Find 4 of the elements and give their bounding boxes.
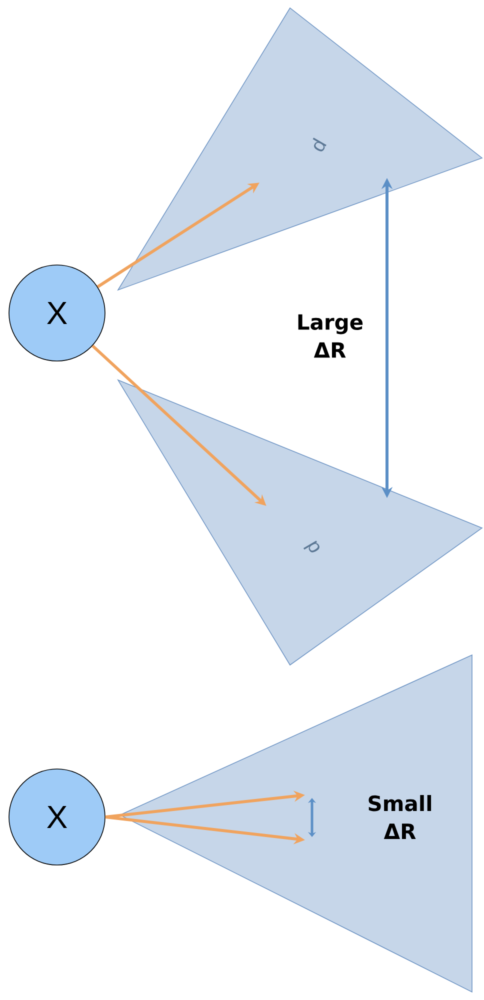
circle-node: X	[8, 768, 106, 866]
delta-r-label: Large ΔR	[298, 314, 363, 358]
delta-r-label: Small ΔR	[368, 795, 432, 839]
circle-node: X	[8, 264, 106, 362]
